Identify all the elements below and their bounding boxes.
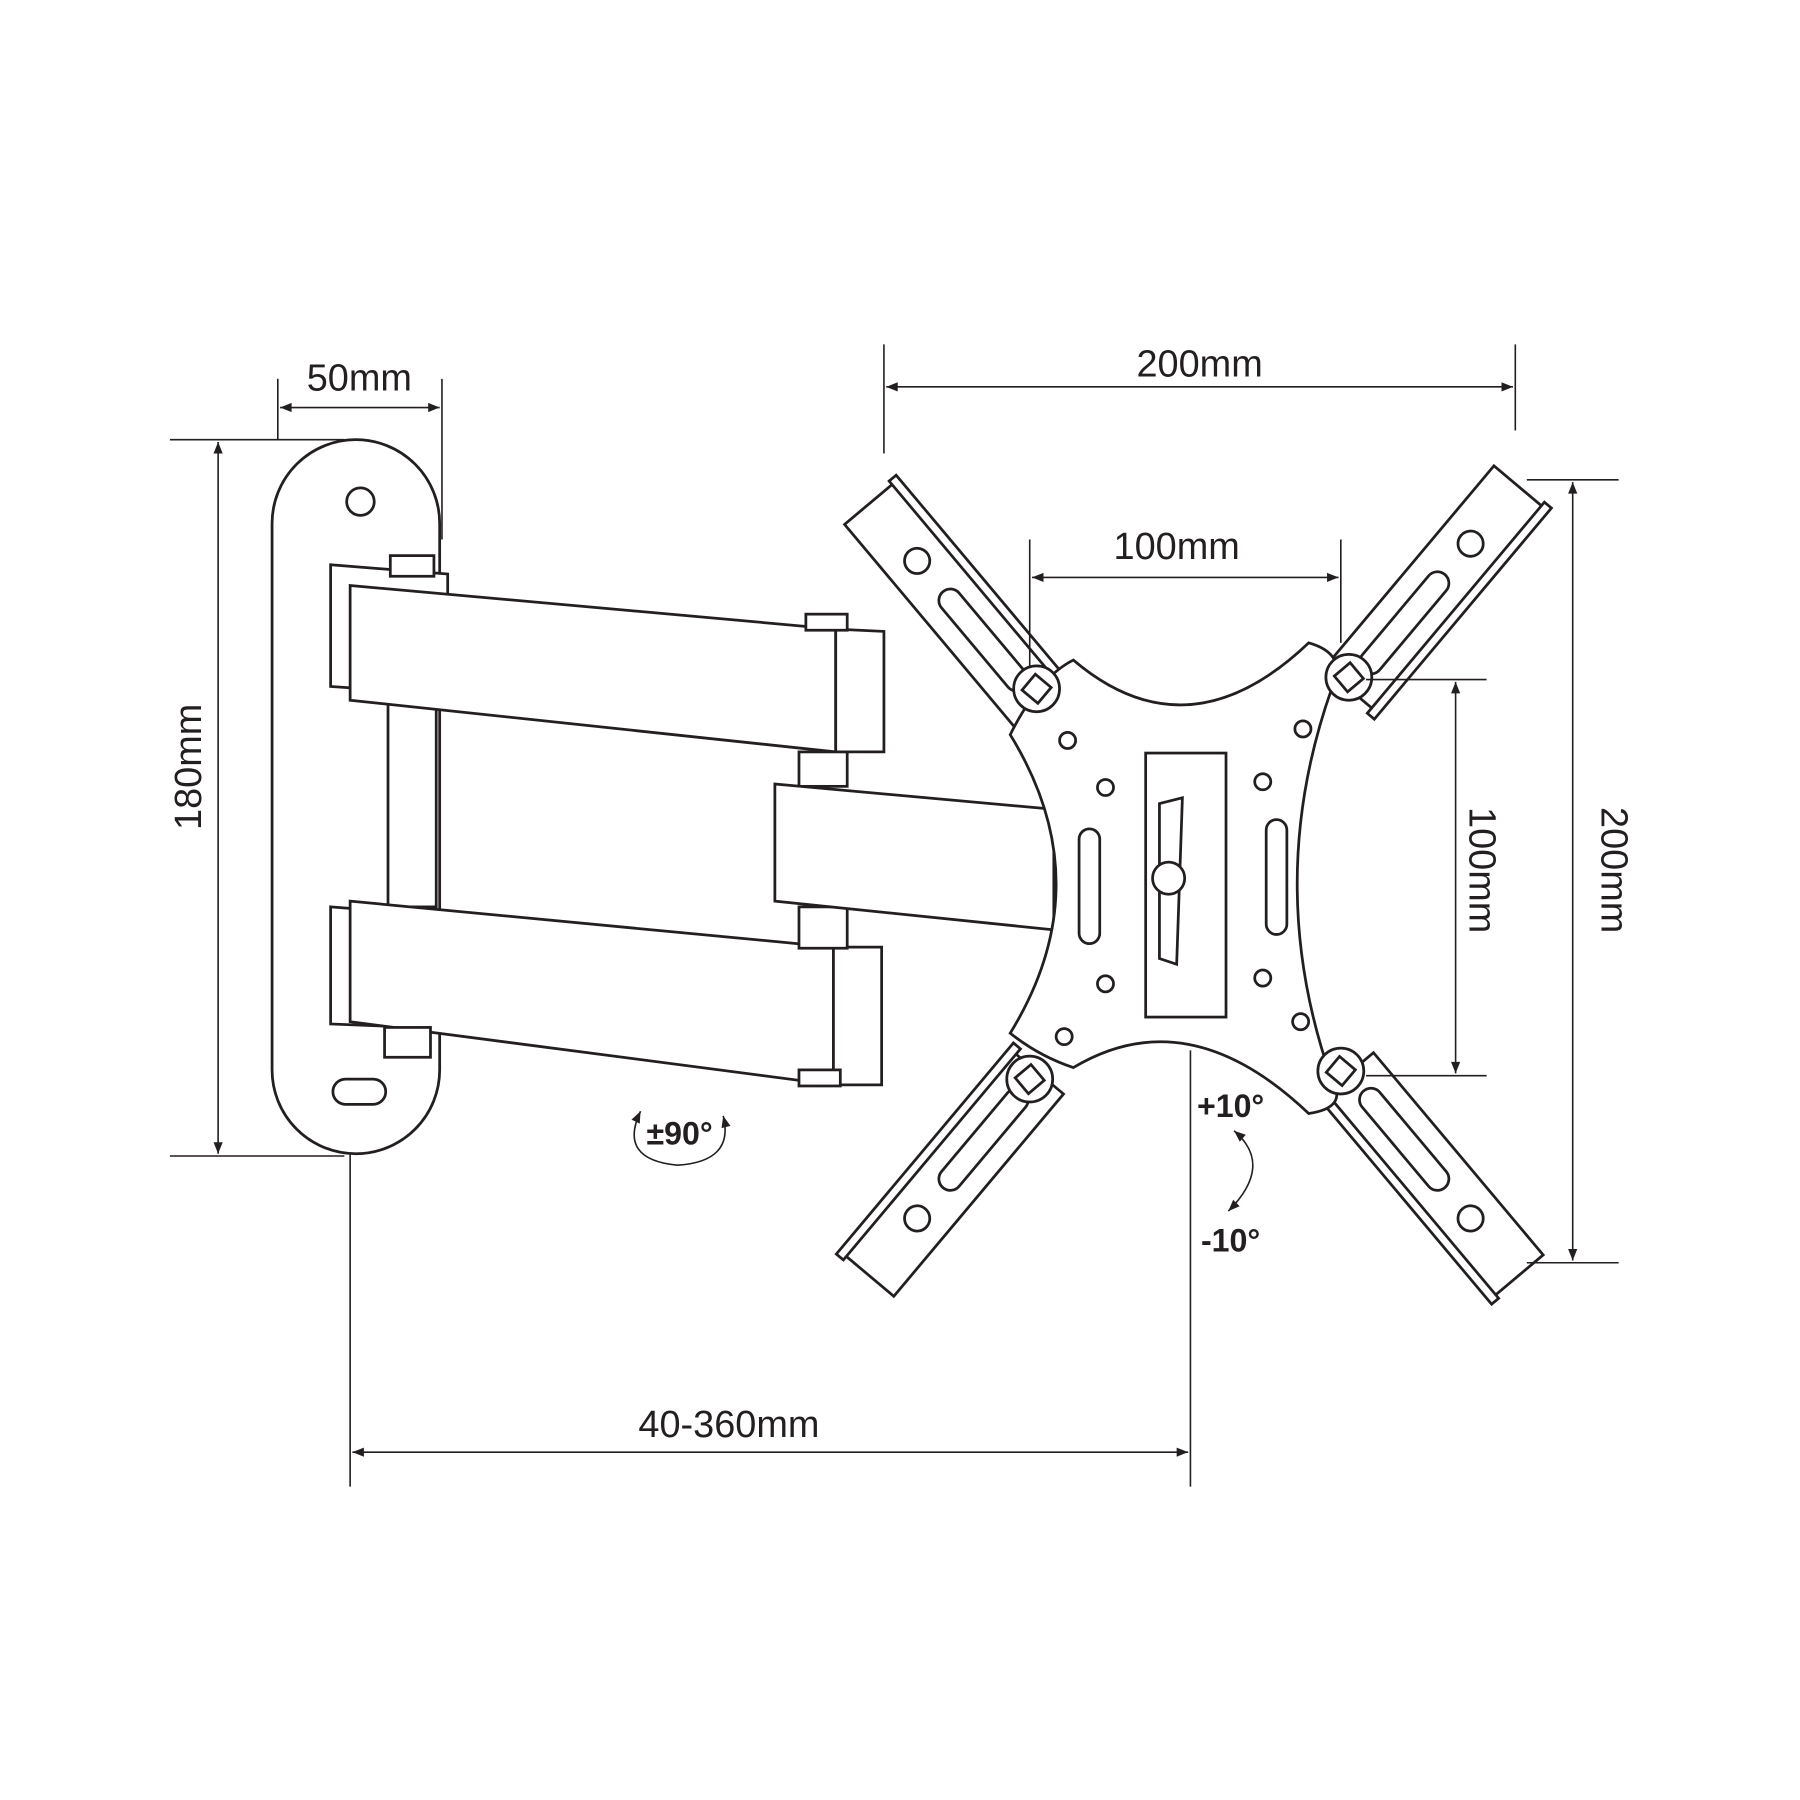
vesa-inner-height-label: 100mm: [1460, 807, 1502, 933]
tilt-knob: [1151, 860, 1187, 896]
vesa-outer-width-label: 200mm: [1136, 344, 1262, 386]
vesa-inner-width-label: 100mm: [1114, 526, 1240, 568]
dimension-lines: [169, 344, 1619, 1487]
upper-arm: [329, 554, 886, 754]
vesa-center-plate: [1005, 641, 1374, 1115]
vesa-outer-height-label: 200mm: [1592, 807, 1634, 933]
middle-arm: [773, 750, 1056, 950]
tilt-arrow-icon: [1227, 1130, 1254, 1212]
tilt-up-label: +10°: [1197, 1088, 1264, 1124]
swivel-label: ±90°: [646, 1116, 712, 1152]
extension-label: 40-360mm: [638, 1404, 819, 1446]
mounting-slot-bottom: [331, 1077, 388, 1106]
plate-width-label: 50mm: [307, 357, 412, 399]
plate-height-label: 180mm: [168, 704, 210, 830]
swivel-arrow-icon: [631, 1110, 731, 1166]
lock-nut-icons: [1005, 652, 1374, 1104]
mounting-hole-top: [345, 486, 376, 517]
tilt-down-label: -10°: [1201, 1222, 1260, 1258]
pivot-post: [386, 698, 438, 909]
lower-arm: [329, 899, 884, 1088]
